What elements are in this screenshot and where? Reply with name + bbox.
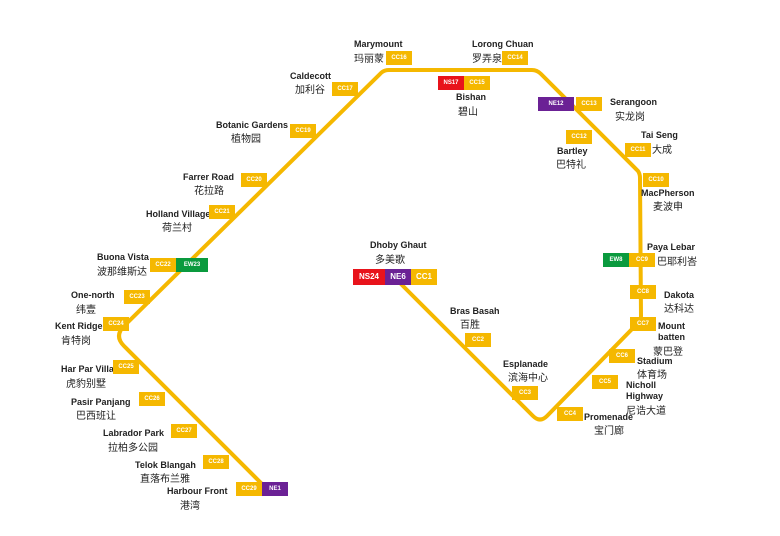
station-name-chinese: 实龙岗 [615,112,645,123]
station-code-badge[interactable]: CC25 [113,360,139,374]
station-name[interactable]: Kent Ridge [55,321,103,331]
station-code-badge[interactable]: CC8 [630,285,656,299]
station-name-chinese: 碧山 [458,107,478,118]
station-name[interactable]: Esplanade [503,359,549,369]
station-name[interactable]: Mount [658,321,685,331]
station-code-badge[interactable]: CC5 [592,375,618,389]
station-name[interactable]: Bartley [557,146,588,156]
station-name-chinese: 纬壹 [76,305,96,316]
station-name[interactable]: Labrador Park [103,428,165,438]
station-name[interactable]: Stadium [637,356,673,366]
station-name[interactable]: Caldecott [290,71,332,81]
station-name-chinese: 蒙巴登 [653,347,683,358]
station-name[interactable]: Dakota [664,290,695,300]
station-name[interactable]: Botanic Gardens [216,120,289,130]
station-code-badge[interactable]: CC15 [464,76,490,90]
station-code-badge[interactable]: CC13 [576,97,602,111]
station-name-chinese: 巴耶利峇 [657,257,697,268]
station-name[interactable]: Pasir Panjang [71,397,131,407]
station-code-badge[interactable]: NE1 [262,482,288,496]
station-code-badge[interactable]: CC21 [209,205,235,219]
station-code-badge[interactable]: CC7 [630,317,656,331]
station-name[interactable]: Telok Blangah [135,460,196,470]
station-code-badge[interactable]: CC29 [236,482,262,496]
station-name[interactable]: Holland Village [146,209,211,219]
station-name-chinese: 虎豹别墅 [66,379,106,390]
station-name[interactable]: MacPherson [641,188,695,198]
station-name[interactable]: Nicholl [626,380,657,390]
station-name-chinese: 巴西班让 [76,411,116,422]
station-code-badge[interactable]: CC3 [512,386,538,400]
station-code-badge[interactable]: CC9 [629,253,655,267]
station-code-badge[interactable]: CC14 [502,51,528,65]
station-name-chinese: 巴特礼 [556,160,586,171]
station-code-badge[interactable]: CC26 [139,392,165,406]
station-name[interactable]: Farrer Road [183,172,235,182]
station-code-badge[interactable]: CC12 [566,130,592,144]
station-name-chinese: 达科达 [664,304,694,315]
station-code-badge[interactable]: CC2 [465,333,491,347]
station-name-chinese: 荷兰村 [162,223,192,234]
station-name-chinese: 植物园 [231,134,261,145]
station-name[interactable]: Harbour Front [167,486,228,496]
station-code-badge[interactable]: NE6 [385,269,411,285]
station-code-badge[interactable]: CC19 [290,124,316,138]
station-name-chinese: 拉柏多公园 [108,443,158,454]
station-name-chinese: 直落布兰雅 [140,474,190,485]
station-name[interactable]: Bishan [456,92,487,102]
station-code-badge[interactable]: CC11 [625,143,651,157]
station-code-badge[interactable]: EW23 [176,258,208,272]
station-name[interactable]: One-north [71,290,115,300]
station-name-chinese: 港湾 [180,501,200,512]
station-code-badge[interactable]: CC22 [150,258,176,272]
station-name-chinese: 尼诰大道 [626,406,666,417]
station-name-chinese: 麦波申 [653,202,683,213]
station-name[interactable]: Bras Basah [450,306,500,316]
station-code-badge[interactable]: CC23 [124,290,150,304]
station-name[interactable]: Paya Lebar [647,242,696,252]
station-name-chinese: 罗弄泉 [472,54,502,65]
station-code-badge[interactable]: CC16 [386,51,412,65]
station-name-chinese: 多美歌 [375,255,405,266]
station-code-badge[interactable]: NE12 [538,97,574,111]
station-code-badge[interactable]: NS24 [353,269,385,285]
station-name-chinese: 玛丽蒙 [354,54,384,65]
station-code-badge[interactable]: CC4 [557,407,583,421]
station-name-chinese: 宝门廊 [594,426,624,437]
station-name[interactable]: Buona Vista [97,252,149,262]
station-name[interactable]: Marymount [354,39,403,49]
station-code-badge[interactable]: CC20 [241,173,267,187]
station-name[interactable]: Lorong Chuan [472,39,534,49]
station-name-chinese: 加利谷 [295,85,325,96]
station-name-chinese: 百胜 [460,320,480,331]
station-code-badge[interactable]: NS17 [438,76,464,90]
station-name[interactable]: Highway [626,391,664,401]
station-code-badge[interactable]: EW8 [603,253,629,267]
station-name[interactable]: Promenade [584,412,634,422]
station-name[interactable]: Tai Seng [641,130,678,140]
station-name[interactable]: Serangoon [610,97,658,107]
station-code-badge[interactable]: CC24 [103,317,129,331]
station-name-chinese: 滨海中心 [508,373,548,384]
station-code-badge[interactable]: CC27 [171,424,197,438]
station-name-chinese: 体育场 [637,370,667,381]
station-code-badge[interactable]: CC1 [411,269,437,285]
station-code-badge[interactable]: CC6 [609,349,635,363]
station-name-chinese: 波那维斯达 [97,267,147,278]
station-name[interactable]: Har Par Villa [61,364,114,374]
station-code-badge[interactable]: CC28 [203,455,229,469]
station-name[interactable]: batten [658,332,685,342]
station-code-badge[interactable]: CC17 [332,82,358,96]
station-name-chinese: 花拉路 [194,186,224,197]
station-name-chinese: 肯特岗 [61,336,91,347]
station-code-badge[interactable]: CC10 [643,173,669,187]
main-line-path [117,68,643,487]
station-name-chinese: 大成 [652,145,672,156]
station-name[interactable]: Dhoby Ghaut [370,240,427,250]
